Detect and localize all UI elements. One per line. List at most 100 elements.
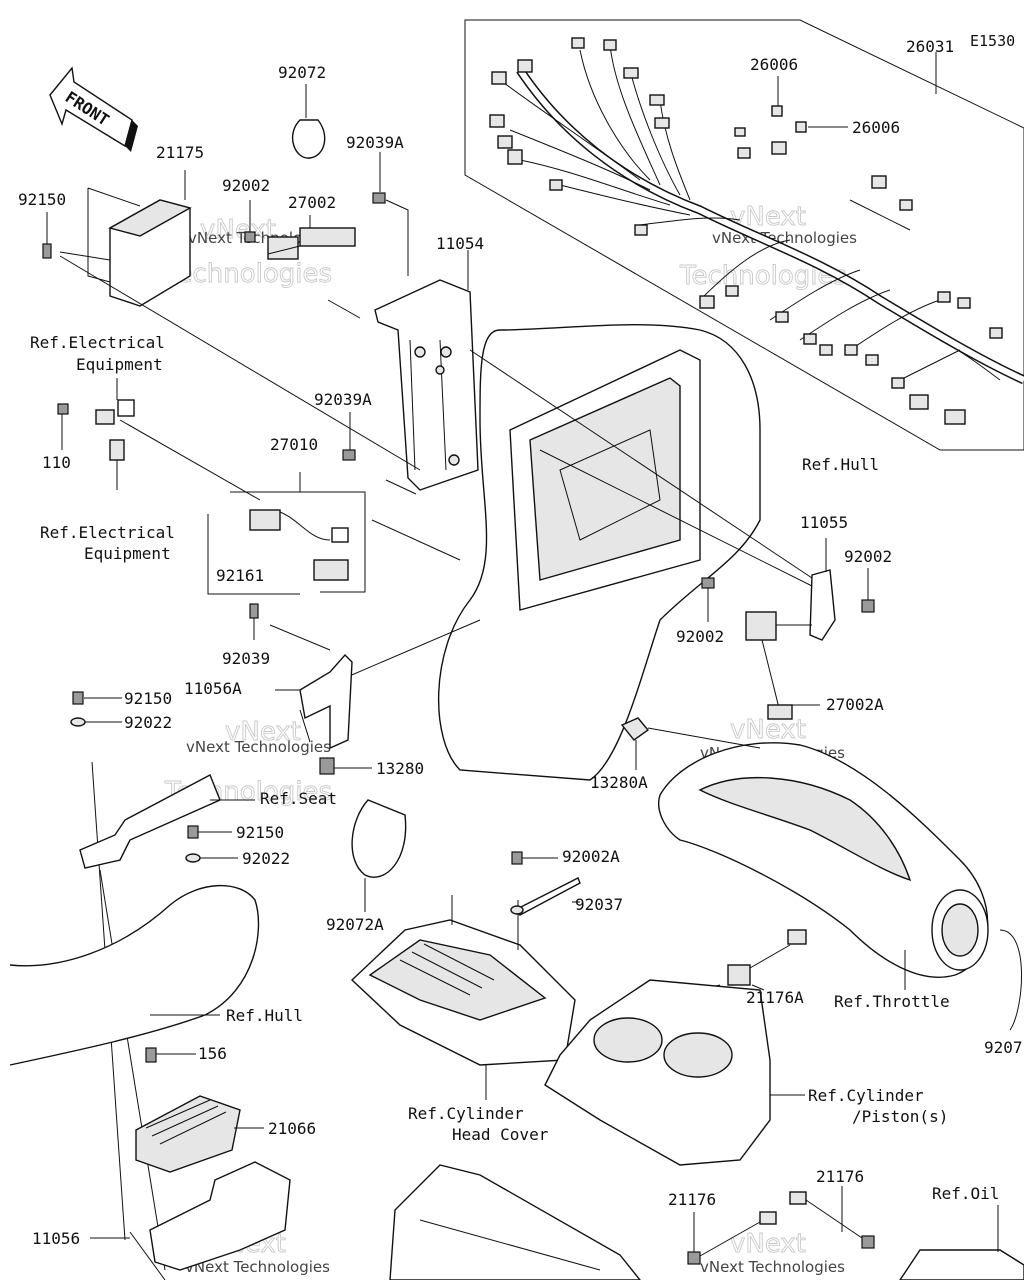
label-11056A: 11056A	[184, 679, 242, 698]
label-21176-a: 21176	[668, 1190, 716, 1209]
label-92150-left: 92150	[18, 190, 66, 209]
label-156: 156	[198, 1044, 227, 1063]
sensor-21176-a	[687, 1211, 777, 1265]
bracket-11055-part	[809, 538, 836, 641]
watermark-vnext: vNext	[730, 1229, 806, 1259]
tie-92037-part	[510, 877, 581, 916]
sensor-21176-b	[789, 1186, 875, 1249]
label-13280: 13280	[376, 759, 424, 778]
label-ref-electrical-2b: Equipment	[84, 544, 171, 563]
label-ref-cyl-head-a: Ref.Cylinder	[408, 1104, 524, 1123]
label-ref-hull-low: Ref.Hull	[226, 1006, 303, 1025]
label-27010: 27010	[270, 435, 318, 454]
label-92072A: 92072A	[326, 915, 384, 934]
label-ref-oil-cut: Ref.Oil	[932, 1184, 999, 1203]
relay-27002A-part	[745, 611, 820, 720]
bolt-92002A-part	[511, 851, 558, 865]
label-ref-electrical-1b: Equipment	[76, 355, 163, 374]
label-92002-right: 92002	[844, 547, 892, 566]
label-92002A: 92002A	[562, 847, 620, 866]
throttle-part	[658, 742, 1022, 1031]
part-13280	[319, 757, 372, 775]
part-labels: 26031 E1530 26006 26006 92072 92039A 211…	[18, 32, 1023, 1248]
label-11056: 11056	[32, 1229, 80, 1248]
bolt-92150-mid	[72, 691, 122, 705]
regulator-21066-part	[135, 1095, 264, 1173]
label-11054: 11054	[436, 234, 484, 253]
label-92150-low: 92150	[236, 823, 284, 842]
label-92150-mid: 92150	[124, 689, 172, 708]
bracket-11056-part	[90, 1161, 291, 1271]
label-21066: 21066	[268, 1119, 316, 1138]
label-92039A-top: 92039A	[346, 133, 404, 152]
bolt-92039A-top	[372, 152, 409, 276]
label-26006-top: 26006	[750, 55, 798, 74]
watermark-vnext: vNext	[225, 717, 301, 747]
bracket-11056A-part	[275, 653, 353, 750]
band-92072A-part	[351, 799, 407, 912]
bolt-92002-mid	[701, 577, 715, 622]
main-harness-group	[464, 19, 1024, 451]
label-11055: 11055	[800, 513, 848, 532]
bolt-92039A-mid	[342, 412, 356, 461]
label-21175: 21175	[156, 143, 204, 162]
bracket-11054-part	[374, 250, 479, 495]
label-92039: 92039	[222, 649, 270, 668]
bolt-92002-right	[861, 568, 875, 613]
label-ref-throttle: Ref.Throttle	[834, 992, 950, 1011]
label-26006-right: 26006	[852, 118, 900, 137]
label-92002-mid: 92002	[676, 627, 724, 646]
electrical-equipment-part	[95, 378, 135, 490]
cylinder-head-cover-part	[350, 895, 576, 1100]
washer-92022-mid	[70, 717, 122, 727]
watermark-small: vNext Technologies	[186, 738, 331, 756]
cylinder-block-part	[544, 979, 805, 1166]
label-diagram-code: E1530	[970, 32, 1015, 50]
label-21176A: 21176A	[746, 988, 804, 1007]
label-92039A-mid: 92039A	[314, 390, 372, 409]
bolt-92039-part	[249, 603, 259, 640]
label-ref-cyl-piston-a: Ref.Cylinder	[808, 1086, 924, 1105]
leader-lines	[59, 255, 831, 1280]
watermark-small: vNext Technologies	[185, 1258, 330, 1276]
engine-bottom-part	[389, 1164, 1024, 1280]
label-92161: 92161	[216, 566, 264, 585]
seat-bracket-part	[79, 774, 255, 869]
label-ref-cyl-piston-b: /Piston(s)	[852, 1107, 948, 1126]
label-92022-mid: 92022	[124, 713, 172, 732]
bolt-92150-left	[42, 212, 52, 259]
watermark-small: vNext Technologies	[700, 1258, 845, 1276]
label-27002A: 27002A	[826, 695, 884, 714]
bolt-156-part	[145, 1047, 196, 1063]
watermark-vnext: vNext	[200, 215, 276, 245]
label-13280A: 13280A	[590, 773, 648, 792]
label-92037: 92037	[575, 895, 623, 914]
label-ref-seat: Ref.Seat	[260, 789, 337, 808]
relay-27010-box	[207, 472, 366, 595]
washer-92022-low	[185, 853, 238, 863]
label-92002-top: 92002	[222, 176, 270, 195]
bolt-110-part	[57, 403, 69, 450]
part-13280A	[620, 717, 761, 770]
label-ref-cyl-head-b: Head Cover	[452, 1125, 549, 1144]
label-ref-electrical-1a: Ref.Electrical	[30, 333, 165, 352]
watermark-technologies: Technologies	[164, 259, 332, 289]
hull-low-part	[9, 884, 260, 1066]
band-92072-part	[291, 84, 326, 159]
label-26031: 26031	[906, 37, 954, 56]
label-ref-electrical-2a: Ref.Electrical	[40, 523, 175, 542]
label-27002: 27002	[288, 193, 336, 212]
watermark-vnext: vNext	[730, 715, 806, 745]
label-21176-b: 21176	[816, 1167, 864, 1186]
label-9207-cut: 9207	[984, 1038, 1023, 1057]
hull-top-group	[437, 323, 761, 781]
label-92072: 92072	[278, 63, 326, 82]
relay-27002-part	[244, 200, 356, 260]
front-arrow-icon: FRONT	[49, 66, 138, 152]
label-92022-low: 92022	[242, 849, 290, 868]
ecu-part	[59, 170, 192, 307]
label-ref-hull-top: Ref.Hull	[802, 455, 879, 474]
bolt-92150-low	[187, 825, 232, 839]
connector-26006-part	[771, 76, 848, 133]
